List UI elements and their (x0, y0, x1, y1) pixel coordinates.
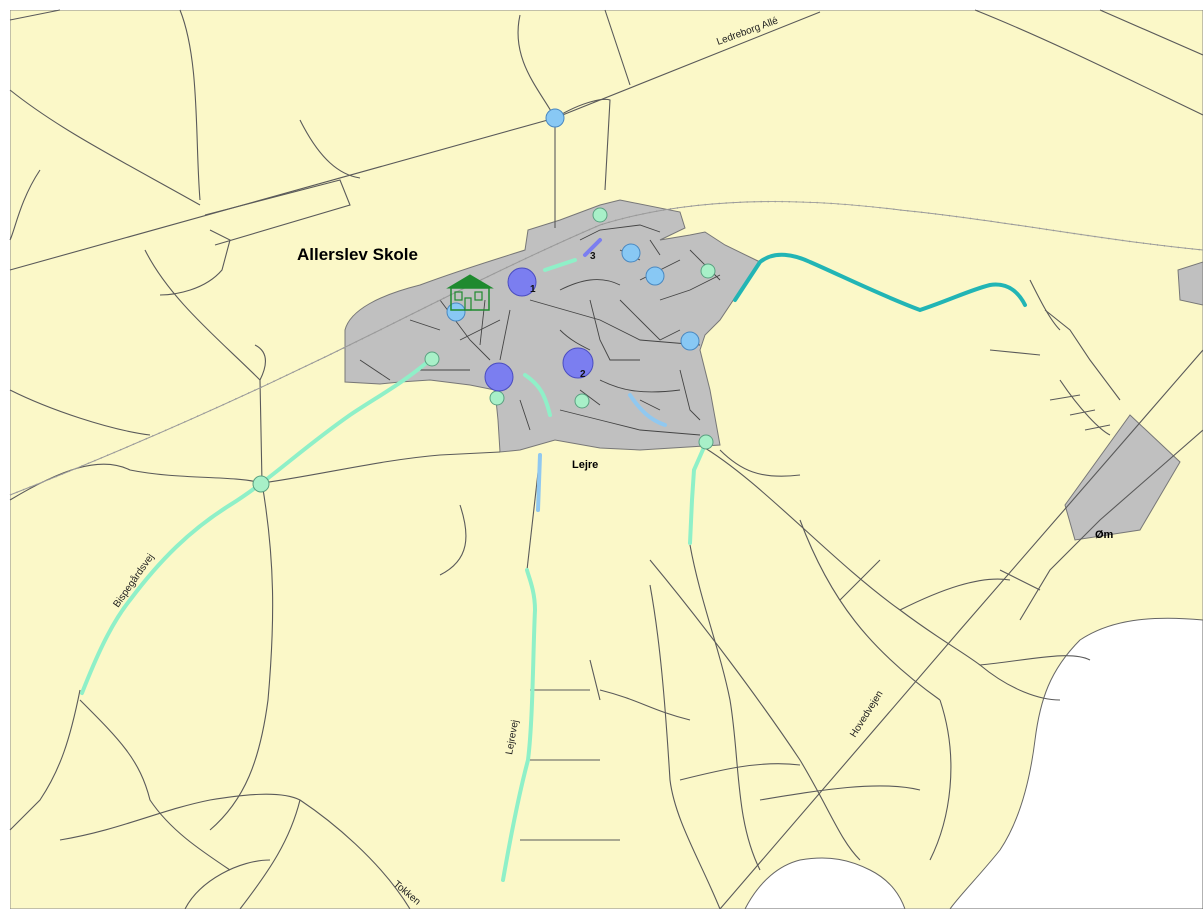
marker-green[interactable] (574, 393, 590, 409)
school-label: Allerslev Skole (297, 245, 418, 264)
route-east-teal (733, 252, 1027, 313)
marker-green[interactable] (489, 390, 505, 406)
marker-blue[interactable] (680, 331, 700, 351)
land-area (9, 9, 1203, 909)
lake-east (949, 617, 1203, 909)
urban-area-om (1064, 414, 1181, 541)
marker-blue[interactable] (446, 302, 466, 322)
lake-south (744, 857, 906, 909)
town-label-om: Øm (1095, 529, 1114, 541)
marker-green[interactable] (698, 434, 714, 450)
marker-2-label: 2 (580, 369, 586, 380)
marker-green[interactable] (424, 351, 440, 367)
marker-green[interactable] (700, 263, 716, 279)
route-bispegardsvej (80, 358, 432, 695)
route-north-purple (583, 238, 602, 257)
railway-line (9, 201, 1203, 496)
urban-area-lejre (344, 199, 761, 453)
marker-2[interactable] (562, 347, 594, 379)
school-house-icon[interactable] (446, 274, 494, 311)
marker-1-label: 1 (530, 284, 536, 295)
map-margin-top (0, 0, 1203, 10)
marker-blue[interactable] (621, 243, 641, 263)
marker-blue[interactable] (645, 266, 665, 286)
marker-1[interactable] (507, 267, 537, 297)
marker-big[interactable] (484, 362, 514, 392)
marker-green[interactable] (592, 207, 608, 223)
route-east-south (688, 443, 707, 545)
marker-green[interactable] (252, 475, 270, 493)
route-lejrevej (501, 568, 538, 882)
road-network (9, 9, 1203, 909)
route-markers (252, 108, 716, 493)
marker-blue[interactable] (545, 108, 565, 128)
map-margin-left (0, 0, 10, 909)
marker-3-label: 3 (590, 251, 596, 262)
route-north-short (543, 258, 577, 272)
route-lejre-north (536, 453, 542, 512)
route-center-blue (628, 393, 667, 427)
route-center (523, 373, 552, 417)
town-label-lejre: Lejre (572, 459, 598, 471)
urban-area-east (1177, 261, 1203, 306)
school-routes (80, 238, 1027, 882)
